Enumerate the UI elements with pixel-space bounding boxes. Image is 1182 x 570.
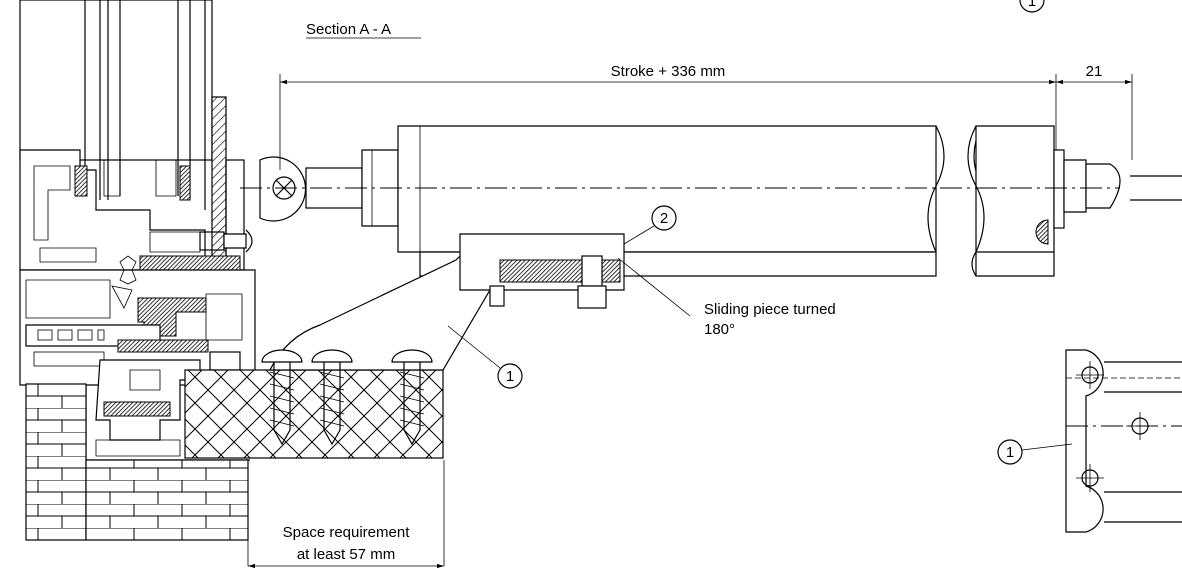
callout-1-detail-label: 1 xyxy=(1006,444,1014,461)
dimension-stroke xyxy=(279,74,1133,170)
space-requirement-line1: Space requirement xyxy=(283,524,411,541)
callout-1 xyxy=(447,325,523,389)
window-sill xyxy=(184,369,444,459)
actuator xyxy=(259,125,1182,277)
callout-2 xyxy=(623,205,677,245)
sliding-piece-note-line2: 180° xyxy=(704,321,735,338)
wood-screws xyxy=(261,349,433,446)
window-frame xyxy=(19,0,253,275)
callout-top-right-label: 1 xyxy=(1028,0,1036,10)
mounting-bracket xyxy=(269,233,625,371)
callout-1-detail xyxy=(997,439,1073,465)
callout-2-label: 2 xyxy=(660,210,668,227)
brick-wall-lower xyxy=(85,459,249,541)
end-offset-dimension-label: 21 xyxy=(1086,63,1103,80)
dimension-space xyxy=(247,460,445,569)
space-requirement-line2: at least 57 mm xyxy=(297,546,395,563)
callout-top-right xyxy=(1019,0,1045,13)
brick-wall xyxy=(25,383,87,541)
stroke-dimension-label: Stroke + 336 mm xyxy=(611,63,726,80)
callout-1-label: 1 xyxy=(506,368,514,385)
sliding-piece-note-line1: Sliding piece turned xyxy=(704,301,836,318)
bracket-detail-view xyxy=(1065,349,1182,533)
section-title: Section A - A xyxy=(306,21,391,38)
